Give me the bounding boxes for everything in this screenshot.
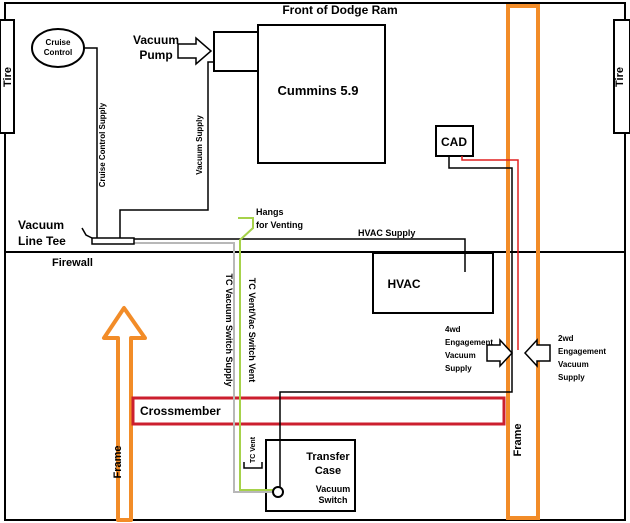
engagement-2wd-label-3: Vacuum [558, 360, 589, 369]
firewall-label: Firewall [52, 257, 93, 269]
engagement-4wd-label-3: Vacuum [445, 351, 476, 360]
crossmember [131, 396, 506, 426]
tc-vacuum-switch-supply-line [95, 242, 278, 493]
tc-vent-label: TC Vent [250, 436, 257, 463]
vacuum-supply-line [119, 61, 214, 242]
hangs-label-2: for Venting [256, 220, 303, 230]
tire-left-label: Tire [2, 67, 14, 87]
diagram-border [4, 2, 626, 521]
tc-vent-tee [243, 462, 263, 469]
tc-vent-vac-switch-vent-label: TC Vent/Vac Switch Vent [247, 278, 257, 383]
hvac-supply-line [132, 238, 466, 272]
vacuum-pump-label-1: Vacuum [133, 33, 179, 47]
vacuum-switch-port [272, 486, 284, 498]
engagement-2wd-label-2: Engagement [558, 347, 606, 356]
engagement-4wd-label-2: Engagement [445, 338, 493, 347]
frame-right-label: Frame [512, 423, 524, 456]
vacuum-supply-label: Vacuum Supply [195, 115, 204, 175]
tire-right [613, 19, 630, 134]
cruise-control-supply-label: Cruise Control Supply [98, 102, 107, 187]
transfer-case-label-1: Transfer [306, 451, 350, 463]
cad-box [435, 125, 474, 157]
hangs-label-1: Hangs [256, 207, 284, 217]
tire-right-label: Tire [614, 67, 626, 87]
front-label: Front of Dodge Ram [282, 3, 397, 17]
vacuum-line-tee [91, 237, 135, 245]
engagement-2wd-label-4: Supply [558, 373, 585, 382]
vacuum-pump [213, 31, 260, 72]
tc-vacuum-switch-supply-label: TC Vacuum Switch Supply [224, 273, 234, 386]
engagement-2wd-label-1: 2wd [558, 334, 574, 343]
frame-left [102, 306, 147, 522]
engagement-4wd-arrow-icon [486, 338, 514, 368]
vacuum-line-tee-label-2: Line Tee [18, 234, 66, 248]
vacuum-pump-arrow-icon [177, 36, 213, 66]
cad-red-line [461, 156, 519, 350]
engagement-2wd-arrow-icon [523, 338, 551, 368]
frame-right [506, 4, 540, 520]
cruise-control-label-2: Control [44, 48, 72, 57]
engagement-4wd-label-4: Supply [445, 364, 472, 373]
vacuum-pump-label-2: Pump [139, 48, 172, 62]
cad-black-line [448, 156, 513, 353]
cad-label: CAD [441, 135, 467, 149]
cruise-control-supply-line [84, 47, 98, 242]
vacuum-switch-label-1: Vacuum [316, 484, 351, 494]
transfer-case-label-2: Case [315, 465, 341, 477]
engine-label: Cummins 5.9 [278, 83, 359, 98]
hvac-box [372, 252, 494, 314]
tc-vent-line [238, 217, 275, 491]
cruise-control-label-1: Cruise [46, 38, 71, 47]
tire-left [0, 19, 15, 134]
transfer-case [265, 439, 356, 512]
hvac-label: HVAC [387, 277, 420, 291]
frame-left-label: Frame [112, 445, 124, 478]
transfer-case-supply-line [279, 353, 513, 490]
hvac-supply-label: HVAC Supply [358, 228, 415, 238]
vacuum-switch-label-2: Switch [318, 495, 347, 505]
engagement-4wd-label-1: 4wd [445, 325, 461, 334]
vacuum-line-tee-pointer [81, 227, 93, 239]
vacuum-line-tee-label-1: Vacuum [18, 218, 64, 232]
crossmember-label: Crossmember [140, 404, 221, 418]
engine-block [257, 24, 386, 164]
